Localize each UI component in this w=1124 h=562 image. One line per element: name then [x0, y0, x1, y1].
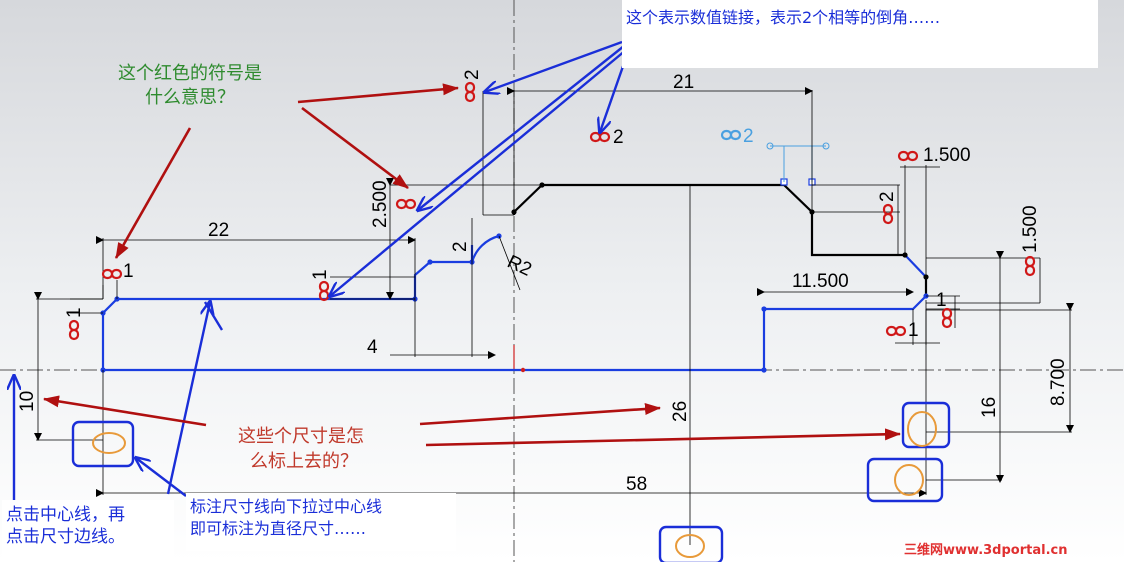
highlight-box-right-upper: [901, 401, 951, 449]
note-red-symbol-line2: 什么意思？: [145, 87, 235, 108]
note-bottom-left-line1: 点击中心线，再: [6, 505, 125, 525]
dim-11500[interactable]: 11.500: [792, 271, 849, 292]
dimension-lines: [34, 87, 1074, 497]
note-how-dimensioned: 这些个尺寸是怎 么标上去的？: [238, 424, 364, 474]
dim-26[interactable]: 26: [670, 401, 691, 422]
note-bottom-left-line2: 点击尺寸边线。: [6, 527, 125, 547]
dim-2500[interactable]: 2.500: [370, 180, 391, 228]
note-red-symbol: 这个红色的符号是 什么意思？: [118, 62, 262, 110]
link-icon-blue: [720, 129, 742, 141]
sketch-points-black[interactable]: [511, 182, 929, 280]
note-top-right: 这个表示数值链接，表示2个相等的倒角……: [622, 0, 1098, 68]
dim-2-link-blue[interactable]: 2: [743, 126, 754, 147]
dim-22[interactable]: 22: [208, 220, 229, 241]
dim-21[interactable]: 21: [673, 72, 694, 93]
dim-1500-top[interactable]: 1.500: [923, 145, 971, 166]
note-top-right-text: 这个表示数值链接，表示2个相等的倒角……: [626, 8, 941, 27]
note-how-dimensioned-line1: 这些个尺寸是怎: [238, 426, 364, 447]
dim-10[interactable]: 10: [17, 391, 38, 412]
highlight-box-left: [71, 420, 135, 468]
profile-black[interactable]: [512, 183, 928, 296]
note-bottom-middle-line2: 即可标注为直径尺寸……: [190, 519, 367, 538]
dim-1-e[interactable]: 1: [908, 320, 919, 341]
dim-1-a[interactable]: 1: [123, 261, 134, 282]
dim-1500-right[interactable]: 1.500: [1020, 205, 1041, 253]
dim-16[interactable]: 16: [979, 397, 1000, 418]
dim-2-top[interactable]: 2: [462, 69, 483, 80]
linked-dimension-blue[interactable]: [766, 142, 830, 182]
note-bottom-left: 点击中心线，再 点击尺寸边线。: [2, 500, 174, 558]
dim-r2[interactable]: R2: [504, 251, 535, 280]
highlight-box-bottom: [658, 525, 724, 562]
note-red-symbol-line1: 这个红色的符号是: [118, 63, 262, 84]
dim-4[interactable]: 4: [367, 337, 378, 358]
note-bottom-middle: 标注尺寸线向下拉过中心线 即可标注为直径尺寸……: [186, 493, 456, 551]
note-bottom-middle-line1: 标注尺寸线向下拉过中心线: [190, 497, 383, 516]
dim-58[interactable]: 58: [626, 474, 647, 495]
dim-2-right[interactable]: 2: [877, 191, 898, 202]
dim-2-link[interactable]: 2: [613, 127, 624, 148]
dim-8700[interactable]: 8.700: [1048, 358, 1069, 406]
dim-1-b[interactable]: 1: [64, 307, 85, 318]
highlight-box-right-lower: [866, 457, 944, 503]
link-icon: [68, 81, 1036, 341]
note-how-dimensioned-line2: 么标上去的？: [250, 451, 358, 472]
dim-2-fillet[interactable]: 2: [450, 241, 471, 252]
dim-1-c[interactable]: 1: [310, 269, 331, 280]
watermark: 三维网www.3dportal.cn: [904, 543, 1068, 558]
red-annotation-arrows: [43, 83, 901, 447]
dim-1-d[interactable]: 1: [936, 290, 947, 311]
